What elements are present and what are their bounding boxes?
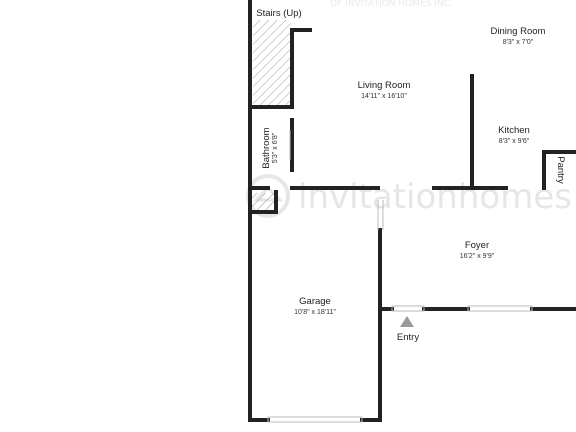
room-bathroom-name: Bathroom [261, 127, 272, 168]
room-dining-name: Dining Room [491, 26, 546, 37]
room-foyer-name: Foyer [465, 240, 489, 251]
room-pantry-name: Pantry [555, 156, 566, 184]
stairs-hatch [253, 20, 291, 106]
walls [248, 0, 576, 422]
room-kitchen-dims: 8'3" x 9'6" [499, 138, 530, 145]
closet-hatch [252, 193, 274, 210]
room-garage-dims: 10'8" x 18'11" [294, 309, 336, 316]
entry-arrow-icon [400, 316, 414, 327]
room-kitchen-name: Kitchen [498, 125, 530, 136]
room-bathroom-dims: 5'3" x 6'8" [272, 132, 279, 163]
room-garage-name: Garage [299, 296, 331, 307]
room-stairs-name: Stairs (Up) [256, 8, 301, 19]
watermark-brand: invitationhomes [298, 177, 572, 217]
room-foyer-dims: 16'2" x 9'9" [460, 253, 495, 260]
room-living-name: Living Room [358, 80, 411, 91]
watermark-top-text: OF INVITATION HOMES INC. [330, 0, 453, 9]
windows [267, 130, 533, 423]
room-living-dims: 14'11" x 16'10" [361, 93, 407, 100]
room-dining-dims: 8'3" x 7'0" [503, 39, 534, 46]
entry-label: Entry [397, 332, 419, 343]
